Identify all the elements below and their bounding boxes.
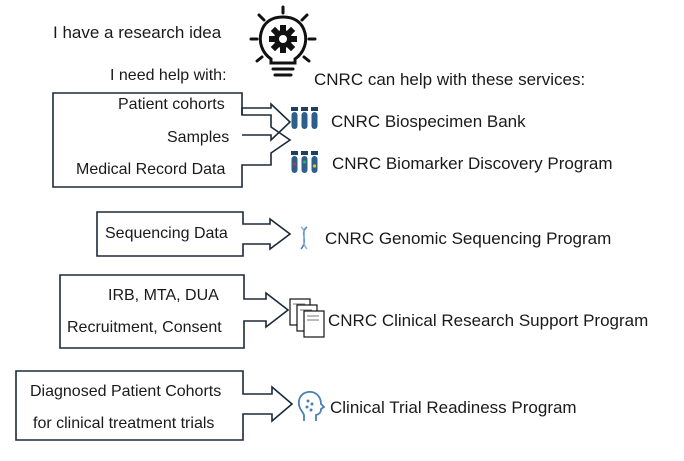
service-clinical-trial-readiness: Clinical Trial Readiness Program — [330, 398, 577, 417]
need-clinical-treatment-trials: for clinical treatment trials — [33, 415, 215, 432]
need-samples: Samples — [167, 129, 230, 146]
bracket-arrow-group-2 — [96, 211, 292, 257]
test-tubes-icon — [291, 107, 318, 129]
lightbulb-gear-icon — [249, 5, 317, 77]
need-irb-mta-dua: IRB, MTA, DUA — [108, 287, 219, 304]
need-medical-record-data: Medical Record Data — [76, 161, 226, 178]
need-sequencing-data: Sequencing Data — [105, 225, 228, 242]
sample-tubes-icon — [291, 151, 318, 173]
service-biospecimen-bank: CNRC Biospecimen Bank — [331, 112, 526, 131]
service-biomarker-discovery: CNRC Biomarker Discovery Program — [332, 154, 613, 173]
help-with-text: I need help with: — [110, 67, 227, 84]
research-idea-text: I have a research idea — [53, 23, 222, 42]
documents-icon — [289, 298, 325, 338]
bracket-arrow-group-1 — [52, 92, 292, 188]
need-diagnosed-cohorts: Diagnosed Patient Cohorts — [30, 383, 222, 400]
need-recruitment-consent: Recruitment, Consent — [67, 319, 222, 336]
dna-icon — [300, 226, 308, 250]
head-profile-icon — [297, 391, 326, 421]
service-clinical-research-support: CNRC Clinical Research Support Program — [328, 311, 649, 330]
bracket-arrow-group-4 — [15, 370, 294, 441]
service-genomic-sequencing: CNRC Genomic Sequencing Program — [325, 229, 612, 248]
need-patient-cohorts: Patient cohorts — [118, 96, 225, 113]
cnrc-help-text: CNRC can help with these services: — [314, 70, 586, 89]
bracket-arrow-group-1-b — [241, 102, 292, 142]
bracket-arrow-group-3 — [59, 274, 290, 349]
